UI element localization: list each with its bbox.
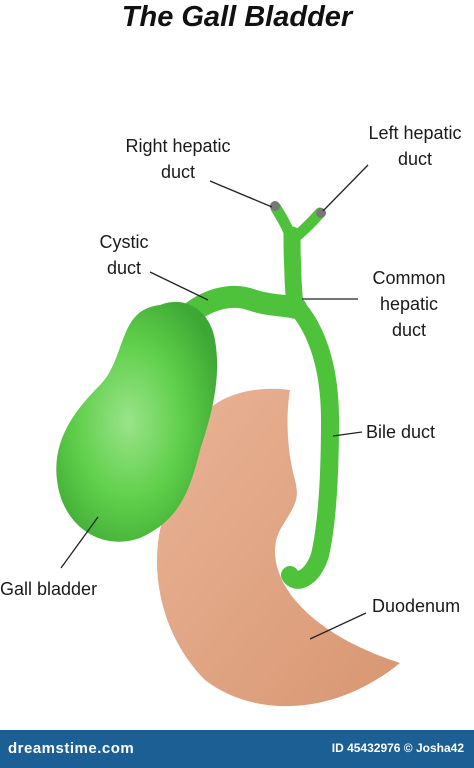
- cystic-duct-tube: [174, 285, 307, 329]
- gall-bladder-shape: [56, 301, 218, 542]
- label-left-hepatic-duct: Left hepatic duct: [368, 123, 462, 169]
- right-hepatic-duct-end: [270, 201, 280, 211]
- label-common-hepatic-duct: Common hepatic duct: [372, 268, 446, 340]
- leader-gall-bladder: [60, 516, 99, 569]
- label-gall-bladder: Gall bladder: [0, 579, 98, 599]
- bile-duct-tube: [281, 296, 340, 589]
- leader-cystic: [149, 271, 209, 301]
- leader-right-hepatic: [209, 180, 273, 208]
- leader-duodenum: [309, 612, 367, 640]
- duodenum-shape: [157, 388, 400, 707]
- label-bile-duct: Bile duct: [366, 422, 436, 442]
- footer-bar: dreamstime.com ID 45432976 © Josha42: [0, 730, 474, 768]
- footer-meta: ID 45432976 © Josha42: [331, 741, 464, 755]
- footer-brand: dreamstime.com: [8, 740, 135, 757]
- left-hepatic-branch: [286, 207, 326, 246]
- diagram-title: The Gall Bladder: [121, 1, 353, 33]
- label-right-hepatic-duct: Right hepatic duct: [125, 136, 231, 182]
- gall-bladder-diagram: [56, 164, 400, 707]
- label-duodenum: Duodenum: [372, 596, 461, 616]
- leader-left-hepatic: [322, 164, 369, 212]
- label-cystic-duct: Cystic duct: [99, 232, 149, 278]
- leader-bile-duct: [332, 431, 363, 437]
